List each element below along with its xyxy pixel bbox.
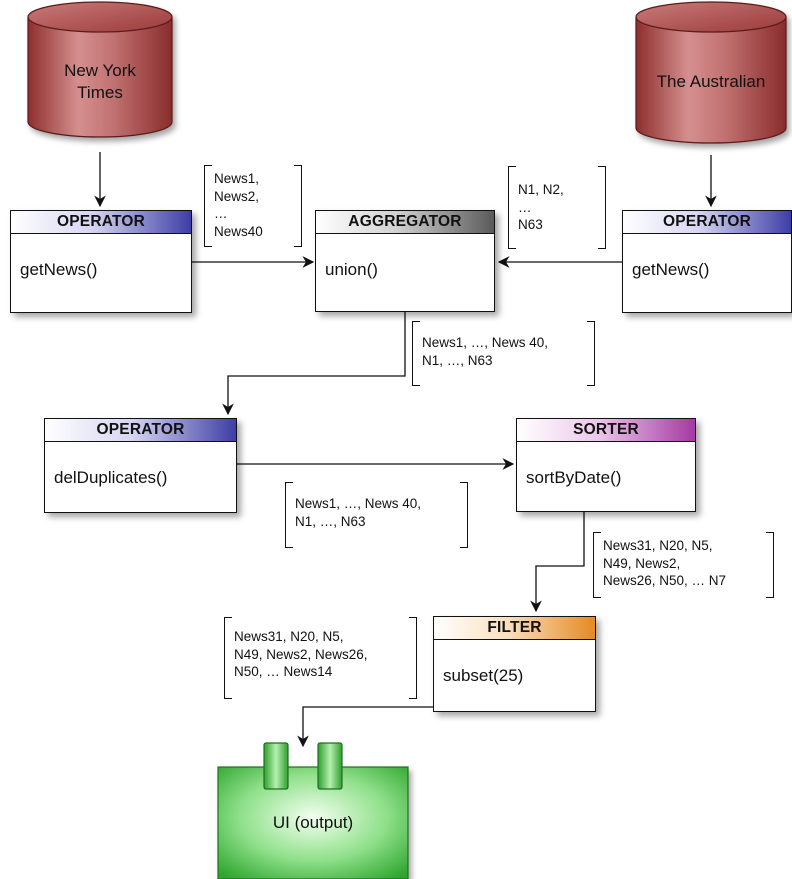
nyt-news-item: News40 bbox=[214, 223, 263, 239]
arrow-filter-to-ui bbox=[297, 706, 433, 748]
arrow-aggregator-to-dedup bbox=[222, 312, 406, 416]
filter-method: subset(25) bbox=[443, 666, 524, 685]
ui-port-left bbox=[263, 742, 289, 790]
filter-box: FILTER subset(25) bbox=[433, 616, 596, 712]
union-output-list: News1, …, News 40, N1, …, N63 bbox=[412, 321, 595, 386]
australian-database bbox=[635, 1, 787, 144]
operator-dedup-header: OPERATOR bbox=[45, 419, 236, 442]
filter-header: FILTER bbox=[434, 617, 595, 640]
operator-left-header: OPERATOR bbox=[11, 211, 191, 234]
sorted-output-item: News26, N50, … N7 bbox=[603, 573, 727, 588]
aggregator-method: union() bbox=[325, 260, 378, 279]
dedup-output-list: News1, …, News 40, N1, …, N63 bbox=[285, 482, 468, 548]
filtered-output-list: News31, N20, N5, N49, News2, News26, N50… bbox=[224, 617, 417, 699]
australian-news-list: N1, N2, … N63 bbox=[508, 166, 606, 249]
operator-right-header: OPERATOR bbox=[623, 211, 791, 234]
filtered-output-item: N49, News2, News26, bbox=[234, 646, 368, 662]
sorted-output-list: News31, N20, N5, N49, News2, News26, N50… bbox=[593, 532, 774, 598]
operator-left-method: getNews() bbox=[20, 260, 98, 279]
sorter-header: SORTER bbox=[517, 419, 695, 442]
australian-news-item: … bbox=[518, 199, 532, 215]
nyt-news-item: … bbox=[214, 206, 228, 221]
nyt-news-list: News1, News2, … News40 bbox=[204, 165, 302, 247]
australian-news-item: N1, N2, bbox=[518, 182, 564, 197]
australian-label: The Australian bbox=[656, 72, 766, 91]
union-output-item: News1, …, News 40, bbox=[422, 335, 549, 350]
sorter-method: sortByDate() bbox=[526, 468, 622, 487]
dedup-output-item: N1, …, N63 bbox=[295, 513, 366, 529]
filtered-output-item: N50, … News14 bbox=[234, 664, 333, 679]
nyt-database bbox=[27, 1, 173, 138]
operator-right-box: OPERATOR getNews() bbox=[622, 210, 792, 313]
sorted-output-item: News31, N20, N5, bbox=[603, 538, 713, 553]
sorter-box: SORTER sortByDate() bbox=[516, 418, 696, 512]
operator-dedup-method: delDuplicates() bbox=[54, 468, 168, 487]
operator-right-method: getNews() bbox=[632, 260, 710, 279]
union-output-item: N1, …, N63 bbox=[422, 352, 493, 368]
australian-news-item: N63 bbox=[518, 217, 543, 232]
sorted-output-item: N49, News2, bbox=[603, 555, 681, 571]
aggregator-header: AGGREGATOR bbox=[316, 211, 494, 234]
operator-left-box: OPERATOR getNews() bbox=[10, 210, 192, 313]
nyt-news-item: News1, bbox=[214, 171, 260, 186]
filtered-output-item: News31, N20, N5, bbox=[234, 629, 344, 644]
arrow-sorter-to-filter bbox=[530, 512, 585, 613]
nyt-label: New York Times bbox=[64, 61, 136, 102]
ui-output-label: UI (output) bbox=[272, 813, 354, 832]
nyt-news-item: News2, bbox=[214, 188, 260, 204]
operator-dedup-box: OPERATOR delDuplicates() bbox=[44, 418, 237, 513]
aggregator-box: AGGREGATOR union() bbox=[315, 210, 495, 312]
dedup-output-item: News1, …, News 40, bbox=[295, 496, 422, 511]
ui-output-box bbox=[217, 742, 409, 879]
ui-port-right bbox=[317, 742, 343, 790]
